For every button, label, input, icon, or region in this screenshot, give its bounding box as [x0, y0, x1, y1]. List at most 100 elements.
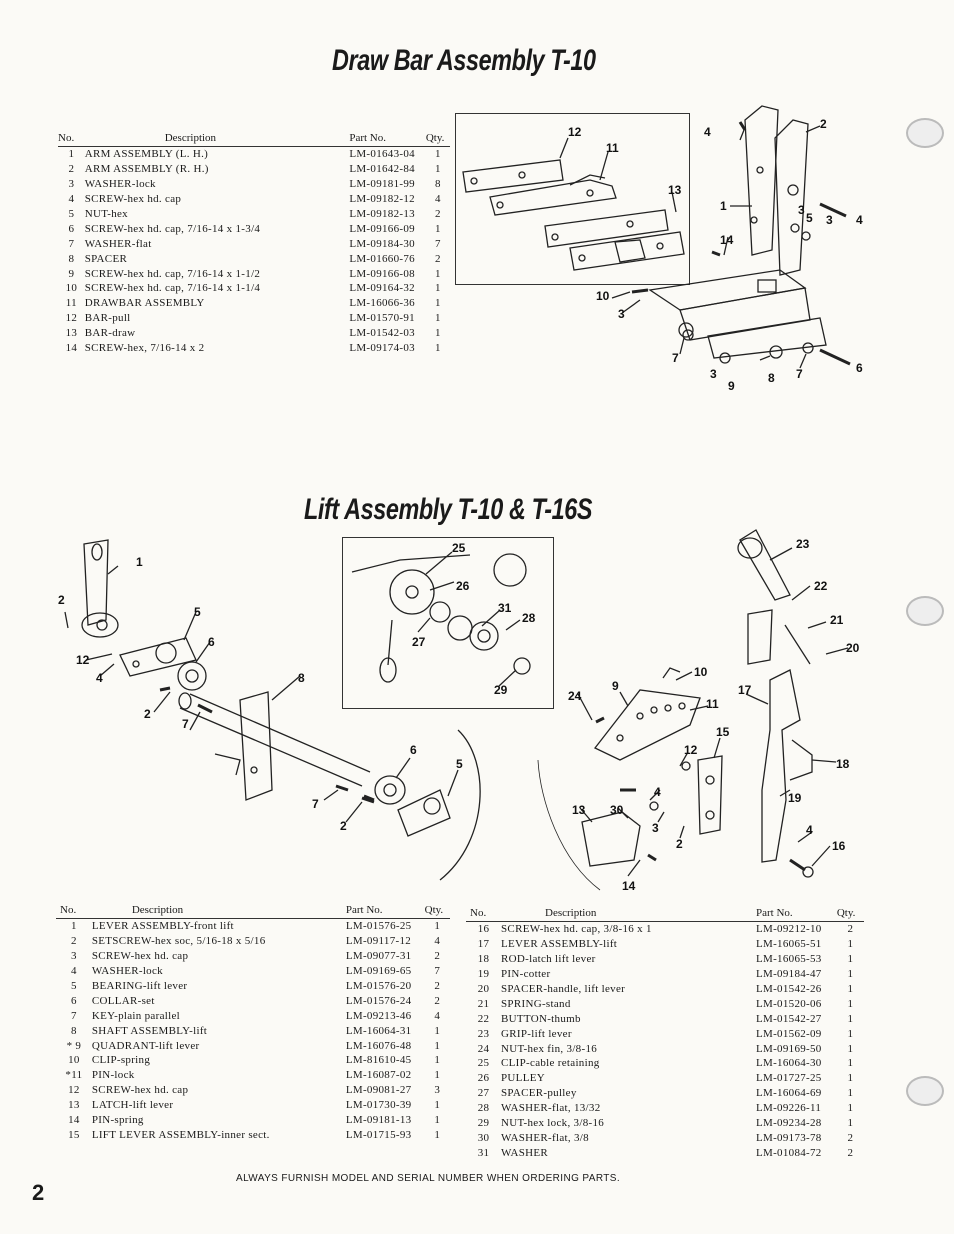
- part-number: LM-09077-31: [345, 950, 412, 963]
- part-number-index: 13: [65, 327, 78, 340]
- part-quantity: 1: [434, 1099, 441, 1112]
- callout-label: 26: [456, 579, 470, 593]
- part-number: LM-09234-28: [755, 1117, 822, 1130]
- callout-label: 3: [652, 821, 659, 835]
- part-quantity: 1: [434, 1128, 441, 1141]
- part-quantity: 1: [847, 1087, 854, 1100]
- part-description: NUT-hex lock, 3/8-16: [501, 1117, 605, 1130]
- callout-label: 2: [820, 117, 827, 131]
- page-footer: ALWAYS FURNISH MODEL AND SERIAL NUMBER W…: [236, 1173, 621, 1184]
- callout-label: 12: [684, 743, 698, 757]
- part-description: WASHER: [501, 1146, 549, 1159]
- part-number-index: * 9: [66, 1039, 82, 1052]
- part-quantity: 1: [435, 222, 441, 235]
- part-number: LM-16064-30: [755, 1057, 822, 1070]
- part-description: SCREW-hex hd. cap, 7/16-14 x 1-1/2: [84, 267, 261, 280]
- callout-label: 3: [710, 367, 717, 381]
- part-number-index: 25: [477, 1057, 490, 1070]
- callout-label: 10: [596, 289, 610, 303]
- part-quantity: 1: [435, 342, 441, 355]
- part-description: WASHER-lock: [84, 178, 156, 191]
- part-number-index: 8: [71, 1024, 77, 1037]
- callout-label: 4: [856, 213, 863, 227]
- part-number: LM-01542-03: [349, 327, 415, 340]
- callout-label: 30: [610, 803, 624, 817]
- part-quantity: 7: [435, 237, 441, 250]
- part-quantity: 1: [434, 1054, 441, 1067]
- part-description: DRAWBAR ASSEMBLY: [84, 297, 205, 310]
- callout-label: 13: [668, 183, 682, 197]
- part-number: LM-09174-03: [349, 342, 415, 355]
- part-description: WASHER-flat, 13/32: [501, 1102, 601, 1115]
- binder-hole-bottom: [906, 1076, 944, 1106]
- part-description: BEARING-lift lever: [91, 980, 188, 992]
- part-number-index: 4: [68, 193, 75, 206]
- part-number: LM-09181-99: [349, 178, 415, 191]
- binder-hole-top: [906, 118, 944, 148]
- part-description: WASHER-flat, 3/8: [501, 1131, 589, 1144]
- col-description: Description: [501, 907, 756, 922]
- part-description: BAR-draw: [84, 327, 136, 340]
- part-number: LM-16064-69: [755, 1087, 822, 1100]
- part-description: QUADRANT-lift lever: [91, 1039, 200, 1052]
- part-quantity: 1: [847, 938, 854, 951]
- part-description: SCREW-hex hd. cap: [84, 193, 182, 206]
- callout-label: 29: [494, 683, 508, 697]
- part-number: LM-01730-39: [345, 1099, 412, 1112]
- callout-label: 15: [716, 725, 730, 739]
- callout-label: 8: [298, 671, 305, 685]
- part-number-index: 13: [68, 1099, 80, 1112]
- lift-inset-box: [342, 537, 554, 709]
- part-description: CLIP-spring: [91, 1054, 151, 1067]
- part-number-index: 5: [71, 980, 77, 992]
- part-quantity: 2: [434, 980, 441, 992]
- part-quantity: 8: [435, 178, 441, 191]
- part-number-index: 22: [477, 1012, 490, 1025]
- part-number: LM-16064-31: [345, 1024, 412, 1037]
- part-number: LM-16087-02: [345, 1069, 412, 1082]
- part-number: LM-09213-46: [345, 1009, 412, 1022]
- part-number-index: 23: [477, 1027, 490, 1040]
- callout-label: 4: [654, 785, 661, 799]
- part-number: LM-09169-65: [345, 965, 412, 978]
- col-no: No.: [56, 904, 92, 919]
- col-description: Description: [84, 132, 350, 147]
- part-number: LM-09182-13: [349, 208, 415, 220]
- part-number: LM-01570-91: [349, 312, 415, 325]
- drawbar-inset-box: [455, 113, 690, 285]
- part-description: BUTTON-thumb: [501, 1012, 581, 1025]
- part-number: LM-09181-13: [345, 1114, 412, 1127]
- part-description: SCREW-hex hd. cap, 7/16-14 x 1-1/4: [84, 282, 261, 295]
- part-number-index: 10: [65, 282, 78, 295]
- part-number-index: 28: [477, 1102, 490, 1115]
- part-number: LM-16065-51: [755, 938, 822, 951]
- part-quantity: 1: [435, 312, 441, 325]
- callout-label: 1: [720, 199, 727, 213]
- callout-label: 3: [618, 307, 625, 321]
- part-quantity: 1: [434, 1024, 441, 1037]
- part-number: LM-01576-20: [345, 980, 412, 992]
- part-number: LM-09166-09: [349, 222, 415, 235]
- part-quantity: 2: [847, 923, 854, 936]
- part-quantity: 3: [434, 1084, 441, 1097]
- part-number-index: 14: [68, 1114, 80, 1127]
- callout-label: 12: [76, 653, 90, 667]
- part-description: SPACER: [84, 252, 128, 265]
- part-description: NUT-hex fin, 3/8-16: [501, 1042, 598, 1055]
